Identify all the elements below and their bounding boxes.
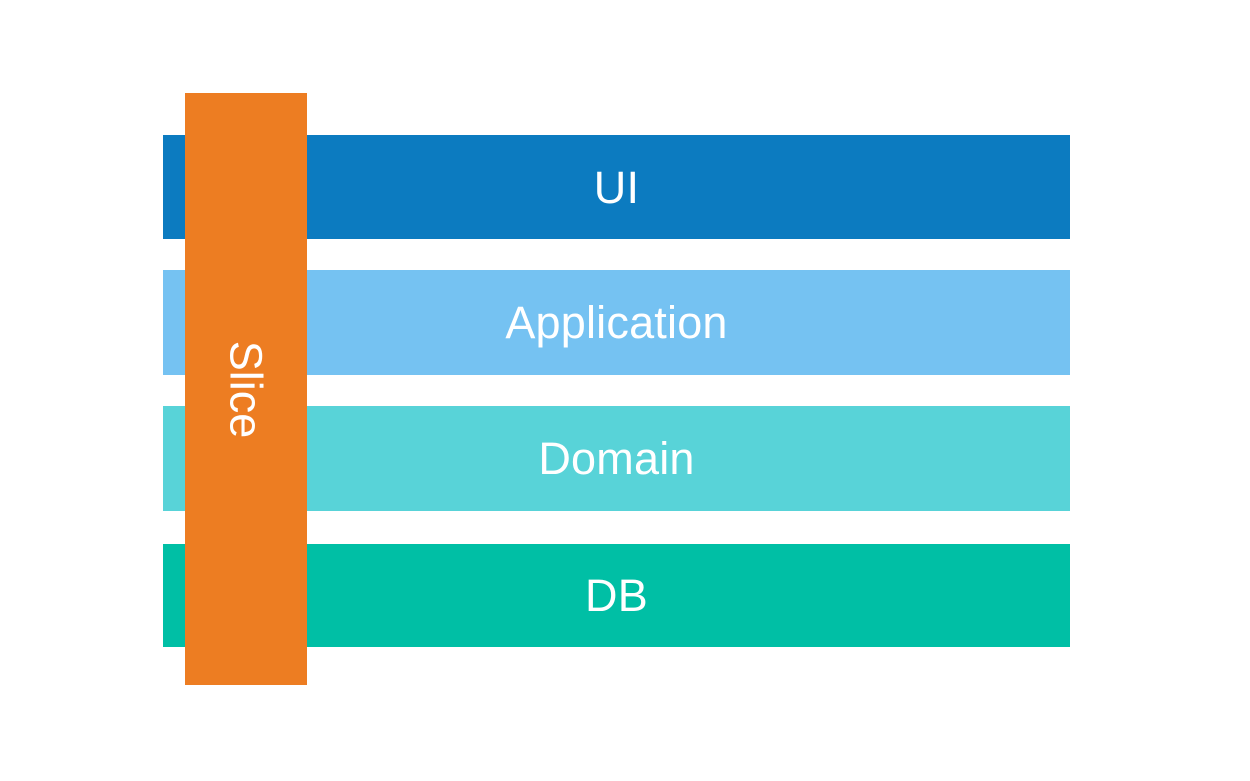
vertical-slice-band[interactable]: Slice	[185, 93, 307, 685]
layer-label-domain: Domain	[538, 433, 695, 484]
layer-bar-ui[interactable]: UI	[163, 135, 1070, 239]
layer-label-ui: UI	[593, 161, 640, 213]
layer-label-application: Application	[505, 297, 728, 348]
layer-bar-db[interactable]: DB	[163, 544, 1070, 647]
layer-bar-application[interactable]: Application	[163, 270, 1070, 375]
vertical-slice-label: Slice	[220, 340, 272, 438]
layer-label-db: DB	[585, 570, 648, 621]
layer-bar-domain[interactable]: Domain	[163, 406, 1070, 511]
